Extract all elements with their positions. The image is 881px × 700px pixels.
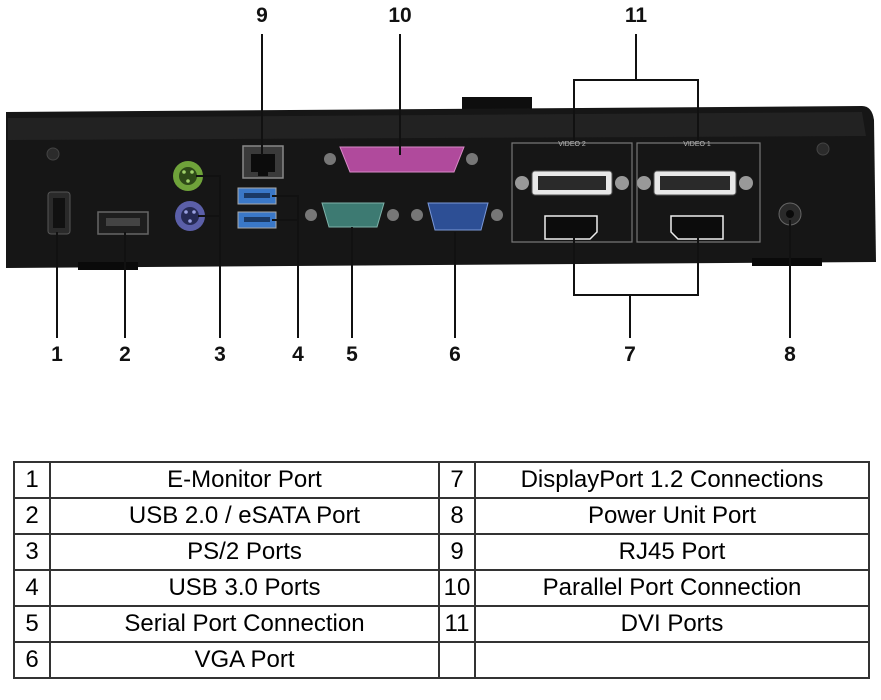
e-monitor-port: [47, 191, 71, 235]
legend-number: 5: [13, 605, 51, 643]
legend-number: [438, 641, 476, 679]
rj45-port: [242, 145, 284, 179]
table-row: 1 E-Monitor Port 7 DisplayPort 1.2 Conne…: [13, 461, 870, 499]
legend-label: RJ45 Port: [474, 533, 870, 571]
callout-numbers: 9 10 11 1 2 3 4 5 6 7 8: [51, 4, 796, 366]
callout-9: 9: [256, 4, 268, 27]
docking-station-rear-diagram: VIDEO 2 VIDEO 1: [6, 4, 876, 366]
displayport-video-1: [670, 215, 724, 240]
legend-number: 4: [13, 569, 51, 607]
legend-label: Parallel Port Connection: [474, 569, 870, 607]
table-row: 5 Serial Port Connection 11 DVI Ports: [13, 605, 870, 643]
usb-esata-port: [97, 211, 149, 235]
dvi-port-video-2: [515, 170, 629, 196]
legend-label: PS/2 Ports: [49, 533, 440, 571]
docking-station-chassis: [6, 97, 876, 270]
legend-label: Power Unit Port: [474, 497, 870, 535]
legend-number: 1: [13, 461, 51, 499]
legend-label: E-Monitor Port: [49, 461, 440, 499]
serial-port: [305, 202, 399, 228]
legend-label: Serial Port Connection: [49, 605, 440, 643]
callout-7: 7: [624, 343, 636, 366]
parallel-port: [324, 146, 478, 173]
table-row: 3 PS/2 Ports 9 RJ45 Port: [13, 533, 870, 571]
legend-label: DisplayPort 1.2 Connections: [474, 461, 870, 499]
ps2-mouse-port: [175, 201, 205, 231]
table-row: 6 VGA Port: [13, 641, 870, 679]
table-row: 2 USB 2.0 / eSATA Port 8 Power Unit Port: [13, 497, 870, 535]
dvi-port-video-1: [637, 170, 753, 196]
legend-label: DVI Ports: [474, 605, 870, 643]
legend-label: VGA Port: [49, 641, 440, 679]
legend-number: 9: [438, 533, 476, 571]
legend-number: 10: [438, 569, 476, 607]
video-1-label: VIDEO 1: [683, 141, 711, 148]
callout-11: 11: [625, 4, 648, 27]
callout-1: 1: [51, 343, 63, 366]
video-1-panel: VIDEO 1: [636, 141, 761, 243]
legend-number: 8: [438, 497, 476, 535]
legend-number: 7: [438, 461, 476, 499]
video-2-label: VIDEO 2: [558, 141, 586, 148]
video-2-panel: VIDEO 2: [511, 141, 633, 243]
callout-4: 4: [292, 343, 304, 366]
legend-number: 3: [13, 533, 51, 571]
legend-label: USB 3.0 Ports: [49, 569, 440, 607]
usb3-ports: [237, 187, 277, 229]
callout-8: 8: [784, 343, 796, 366]
table-row: 4 USB 3.0 Ports 10 Parallel Port Connect…: [13, 569, 870, 607]
vga-port: [411, 202, 503, 231]
legend-label: USB 2.0 / eSATA Port: [49, 497, 440, 535]
callout-5: 5: [346, 343, 358, 366]
ps2-keyboard-port: [173, 161, 203, 191]
callout-10: 10: [388, 4, 411, 27]
legend-label: [474, 641, 870, 679]
callout-6: 6: [449, 343, 461, 366]
legend-number: 11: [438, 605, 476, 643]
displayport-video-2: [544, 215, 598, 240]
leader-lines: [56, 34, 791, 338]
callout-2: 2: [119, 343, 131, 366]
port-legend-table: 1 E-Monitor Port 7 DisplayPort 1.2 Conne…: [13, 461, 870, 679]
legend-number: 6: [13, 641, 51, 679]
callout-3: 3: [214, 343, 226, 366]
legend-number: 2: [13, 497, 51, 535]
